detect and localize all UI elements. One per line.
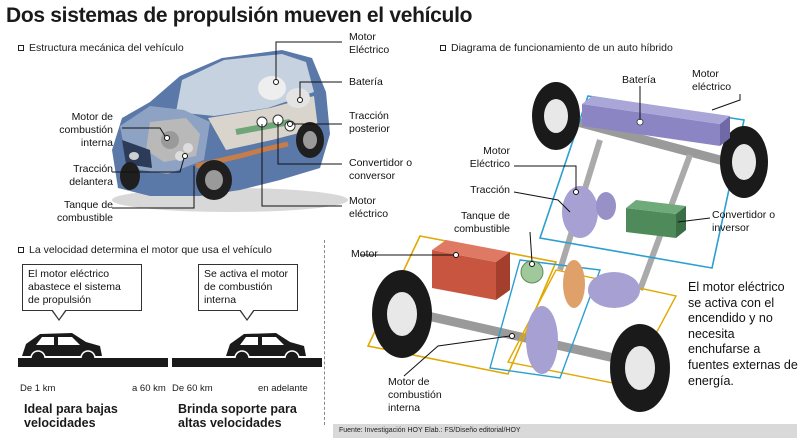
bubble-combustion: Se activa el motor de combustión interna [198, 264, 298, 321]
page-title: Dos sistemas de propulsión mueven el veh… [6, 4, 473, 27]
hyb-label-motor: Motor [351, 248, 378, 261]
hyb-label-motor-text: Motor [351, 248, 378, 260]
car-label-traccion-posterior-text: Tracción posterior [349, 110, 390, 135]
section-hybrid: Diagrama de funcionamiento de un auto hí… [440, 42, 673, 54]
car-label-motor-electrico: Motor Eléctrico [349, 31, 389, 57]
hyb-label-bateria-text: Batería [622, 74, 656, 86]
hyb-label-traccion-text: Tracción [470, 184, 510, 196]
hyb-label-convertidor: Convertidor o inversor [712, 209, 775, 235]
hyb-label-motor-electrico-top: Motor eléctrico [692, 68, 731, 94]
km-left-start: De 1 km [20, 383, 56, 394]
car-label-tanque: Tanque de combustible [20, 199, 113, 225]
section-mechanical: Estructura mecánica del vehículo [18, 42, 184, 54]
section-hybrid-label: Diagrama de funcionamiento de un auto hí… [451, 42, 673, 54]
hyb-label-convertidor-text: Convertidor o inversor [712, 209, 776, 234]
car-label-motor-combustion-text: Motor de combustión interna [59, 111, 113, 149]
front-electric-motor-2 [526, 306, 558, 374]
km-right-end: en adelante [258, 383, 308, 394]
caption-high-speed: Brinda soporte para altas velocidades [178, 402, 297, 430]
car-label-motor-combustion: Motor de combustión interna [20, 111, 113, 150]
hyb-label-tanque: Tanque de combustible [440, 210, 510, 236]
bubble-combustion-text: Se activa el motor de combustión interna [204, 268, 289, 306]
road-right [172, 358, 322, 367]
engine-block [432, 250, 496, 300]
front-electric-motor [588, 272, 640, 308]
car-label-bateria: Batería [349, 76, 383, 89]
battery-block [582, 104, 720, 146]
bubble-electric-text: El motor eléctrico abastece el sistema d… [28, 268, 121, 306]
car-label-convertidor-text: Convertidor o conversor [349, 157, 413, 182]
bullet-square-icon [18, 247, 24, 253]
section-mechanical-label: Estructura mecánica del vehículo [29, 42, 184, 54]
hyb-label-tanque-text: Tanque de combustible [453, 210, 510, 235]
section-speed-label: La velocidad determina el motor que usa … [29, 244, 272, 256]
car-label-motor-electrico-bottom: Motor eléctrico [349, 195, 388, 221]
divider-dashed [324, 240, 325, 425]
traction-disc [563, 260, 585, 308]
source-credit: Fuente: Investigación HOY Elab.: FS/Dise… [333, 424, 797, 438]
bubble-electric: El motor eléctrico abastece el sistema d… [22, 264, 142, 321]
converter-block [626, 208, 676, 238]
rear-electric-motor [562, 186, 598, 238]
bullet-square-icon [440, 45, 446, 51]
hyb-label-motor-combustion: Motor de combustión interna [388, 376, 442, 415]
caption-low-speed: Ideal para bajas velocidades [24, 402, 118, 430]
hyb-label-motor-combustion-text: Motor de combustión interna [388, 376, 442, 414]
km-right-start: De 60 km [172, 383, 213, 394]
car-label-traccion-delantera: Tracción delantera [20, 163, 113, 189]
car-label-bateria-text: Batería [349, 76, 383, 88]
km-left-end: a 60 km [132, 383, 166, 394]
hyb-label-motor-electrico-left-text: Motor Eléctrico [469, 145, 510, 170]
car-label-traccion-posterior: Tracción posterior [349, 110, 390, 136]
road-left [18, 358, 168, 367]
car-label-tanque-text: Tanque de combustible [56, 199, 113, 224]
bullet-square-icon [18, 45, 24, 51]
car-label-motor-electrico-bottom-text: Motor eléctrico [349, 195, 389, 220]
car-label-traccion-delantera-text: Tracción delantera [69, 163, 113, 188]
car-label-motor-electrico-text: Motor Eléctrico [349, 31, 390, 56]
hyb-label-traccion: Tracción [440, 184, 510, 197]
hybrid-description: El motor eléctrico se activa con el ence… [688, 280, 798, 388]
section-speed: La velocidad determina el motor que usa … [18, 244, 272, 256]
car-label-convertidor: Convertidor o conversor [349, 157, 412, 183]
hyb-label-bateria: Batería [622, 74, 656, 87]
hyb-label-motor-electrico-top-text: Motor eléctrico [692, 68, 732, 93]
hyb-label-motor-electrico-left: Motor Eléctrico [440, 145, 510, 171]
